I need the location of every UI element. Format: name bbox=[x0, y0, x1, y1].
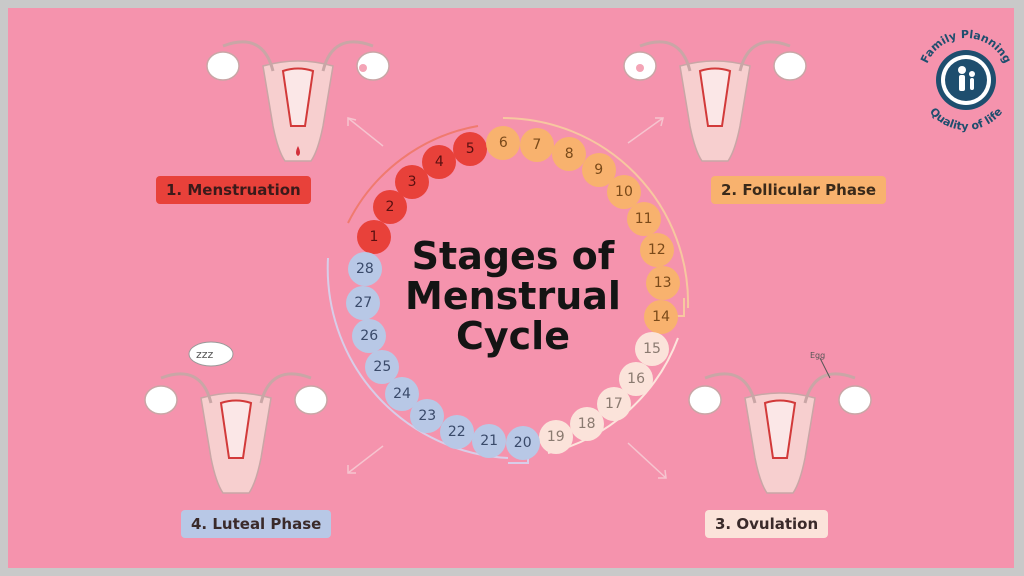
day-circle-4: 4 bbox=[422, 145, 457, 180]
outer-ring-top-right bbox=[502, 117, 690, 309]
arrow-to-follicular bbox=[627, 117, 664, 144]
day-circle-23: 23 bbox=[410, 399, 445, 434]
arrow-to-luteal bbox=[347, 445, 384, 474]
phase-label-follicular: 2. Follicular Phase bbox=[711, 176, 887, 204]
uterus-menstruation-illustration bbox=[206, 40, 390, 162]
arrow-to-menstruation-head bbox=[347, 117, 357, 126]
phase-label-menstruation: 1. Menstruation bbox=[156, 176, 311, 204]
day-circle-13: 13 bbox=[645, 266, 680, 301]
day-circle-2: 2 bbox=[372, 190, 407, 225]
day-circle-5: 5 bbox=[453, 132, 488, 167]
uterus-luteal-illustration: zzz bbox=[144, 341, 328, 494]
diagram-title: Stages of Menstrual Cycle bbox=[358, 236, 668, 356]
day-circle-21: 21 bbox=[472, 424, 507, 459]
day-circle-17: 17 bbox=[596, 386, 631, 421]
phase-label-ovulation: 3. Ovulation bbox=[705, 510, 829, 538]
day-circle-6: 6 bbox=[486, 126, 521, 161]
outer-ring-bottom-left bbox=[326, 257, 509, 459]
day-circle-11: 11 bbox=[626, 202, 661, 237]
title-line-3: Cycle bbox=[456, 314, 570, 358]
diagram-canvas: Egg zzz Stages of Menstrual Cycle 1. Men… bbox=[8, 8, 1014, 568]
title-line-1: Stages of bbox=[411, 234, 615, 278]
arrow-to-luteal-head bbox=[347, 465, 356, 474]
day-circle-12: 12 bbox=[639, 233, 674, 268]
day-circle-27: 27 bbox=[346, 285, 381, 320]
day-circle-25: 25 bbox=[365, 349, 400, 384]
arrow-to-ovulation-head bbox=[658, 469, 667, 479]
family-planning-logo: Family Planning Quality of life bbox=[918, 28, 1014, 133]
day-circle-28: 28 bbox=[347, 252, 382, 287]
day-circle-20: 20 bbox=[505, 425, 540, 460]
arrow-to-menstruation bbox=[347, 117, 384, 147]
day-circle-19: 19 bbox=[538, 419, 573, 454]
day-circle-8: 8 bbox=[552, 136, 587, 171]
uterus-follicular-illustration bbox=[623, 40, 807, 162]
phase-label-luteal: 4. Luteal Phase bbox=[181, 510, 332, 538]
day-circle-22: 22 bbox=[439, 415, 474, 450]
arrow-to-ovulation bbox=[627, 442, 667, 479]
outer-ring-top-left bbox=[347, 125, 479, 224]
arrow-to-follicular-head bbox=[655, 117, 664, 127]
day-circle-18: 18 bbox=[569, 406, 604, 441]
day-circle-7: 7 bbox=[519, 127, 554, 162]
uterus-ovulation-illustration: Egg bbox=[688, 351, 872, 494]
day-circle-24: 24 bbox=[385, 376, 420, 411]
title-line-2: Menstrual bbox=[405, 274, 621, 318]
cycle-arrows bbox=[326, 117, 690, 479]
sleep-annotation: zzz bbox=[196, 348, 214, 361]
egg-annotation: Egg bbox=[810, 351, 825, 360]
day-circle-14: 14 bbox=[644, 299, 679, 334]
day-circle-1: 1 bbox=[356, 219, 391, 254]
day-circle-26: 26 bbox=[352, 318, 387, 353]
day-circle-15: 15 bbox=[635, 332, 670, 367]
